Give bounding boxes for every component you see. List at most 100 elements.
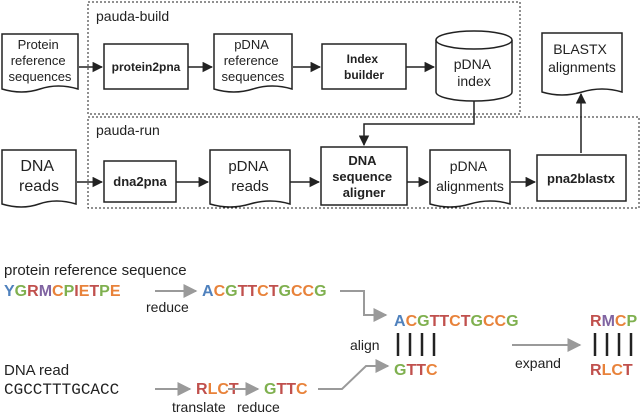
residue-letter: G bbox=[15, 283, 27, 300]
residue-letter: P bbox=[99, 283, 110, 300]
residue-letter: G bbox=[264, 381, 276, 398]
residue-letter: I bbox=[74, 283, 78, 300]
protein-reference-line-2: reference bbox=[11, 53, 66, 68]
residue-letter: M bbox=[39, 283, 52, 300]
residue-letter: C bbox=[296, 381, 308, 398]
aligner-box bbox=[320, 146, 408, 206]
residue-letter: E bbox=[79, 283, 90, 300]
alignment-bars-right bbox=[593, 333, 633, 356]
pdna-index-line-1: pDNA bbox=[454, 56, 492, 72]
reduced-reference-sequence: ACGTTCTGCCG bbox=[202, 283, 327, 300]
pdna-index-label: pDNA index bbox=[454, 56, 494, 89]
residue-letter: M bbox=[602, 313, 615, 330]
index-builder-line-1: Index bbox=[347, 52, 379, 66]
alignment-bars-left bbox=[396, 333, 436, 356]
protein-reference-label: Protein reference sequences bbox=[9, 37, 72, 84]
aligner-line-2: sequence bbox=[332, 169, 392, 184]
pauda-run-group bbox=[87, 116, 640, 209]
pdna-reference-line-3: sequences bbox=[222, 69, 285, 84]
dna2pna-box bbox=[103, 160, 177, 203]
dna-reads-line-1: DNA bbox=[20, 158, 54, 175]
aligned-reference-sequence: ACGTTCTGCCG bbox=[394, 313, 519, 330]
gray-arrow-to-aligned-read bbox=[318, 359, 390, 390]
residue-letter: C bbox=[217, 381, 229, 398]
residue-letter: P bbox=[64, 283, 75, 300]
protein-reference-document bbox=[1, 33, 79, 93]
residue-letter: C bbox=[291, 283, 303, 300]
residue-letter: L bbox=[208, 381, 218, 398]
index-builder-line-2: builder bbox=[344, 68, 384, 82]
protein2pna-box bbox=[103, 43, 189, 90]
pauda-build-group bbox=[87, 1, 521, 115]
residue-letter: T bbox=[269, 283, 279, 300]
dna-reads-line-2: reads bbox=[19, 178, 59, 195]
residue-letter: T bbox=[238, 283, 248, 300]
residue-letter: G bbox=[394, 362, 406, 379]
residue-letter: A bbox=[394, 313, 406, 330]
residue-letter: T bbox=[416, 362, 426, 379]
residue-letter: R bbox=[590, 362, 602, 379]
pna2blastx-box bbox=[536, 154, 627, 202]
pdna-alignments-line-2: alignments bbox=[436, 178, 504, 194]
residue-letter: C bbox=[426, 362, 438, 379]
translate-label: translate bbox=[172, 399, 226, 415]
blastx-line-1: BLASTX bbox=[553, 41, 607, 57]
residue-letter: C bbox=[214, 283, 226, 300]
pdna-reads-line-2: reads bbox=[231, 178, 269, 195]
dna-read-sequence: CGCCTTTGCACC bbox=[4, 381, 119, 399]
pdna-reference-line-1: pDNA bbox=[234, 37, 269, 52]
residue-letter: G bbox=[470, 313, 482, 330]
reduced-read-sequence: GTTC bbox=[264, 381, 308, 398]
dna2pna-label: dna2pna bbox=[113, 174, 167, 189]
expanded-top-sequence: RMCP bbox=[590, 313, 637, 330]
aligner-line-3: aligner bbox=[343, 185, 386, 200]
residue-letter: T bbox=[247, 283, 257, 300]
residue-letter: C bbox=[52, 283, 64, 300]
reduce-label-1: reduce bbox=[146, 299, 189, 315]
residue-letter: C bbox=[406, 313, 418, 330]
pdna-index-cylinder bbox=[435, 30, 513, 102]
residue-letter: P bbox=[626, 313, 637, 330]
blastx-line-2: alignments bbox=[548, 59, 616, 75]
reduce-label-2: reduce bbox=[237, 399, 280, 415]
residue-letter: L bbox=[602, 362, 612, 379]
protein-sequence: YGRMCPIETPE bbox=[4, 283, 121, 300]
aligner-line-1: DNA bbox=[348, 153, 377, 168]
pdna-alignments-label: pDNA alignments bbox=[436, 158, 504, 194]
pdna-reads-document bbox=[209, 149, 291, 208]
protein2pna-label: protein2pna bbox=[112, 60, 181, 74]
protein-reference-line-1: Protein bbox=[18, 37, 59, 52]
residue-letter: G bbox=[278, 283, 290, 300]
protein-reference-line-3: sequences bbox=[9, 69, 72, 84]
residue-letter: T bbox=[461, 313, 471, 330]
residue-letter: A bbox=[202, 283, 214, 300]
residue-letter: T bbox=[623, 362, 633, 379]
residue-letter: T bbox=[406, 362, 416, 379]
expand-label: expand bbox=[515, 355, 561, 371]
pdna-reference-label: pDNA reference sequences bbox=[222, 37, 285, 84]
blastx-document bbox=[541, 32, 623, 96]
residue-letter: C bbox=[449, 313, 461, 330]
pdna-index-line-2: index bbox=[457, 73, 490, 89]
pdna-reads-line-1: pDNA bbox=[228, 158, 268, 175]
residue-letter: G bbox=[417, 313, 429, 330]
arrow-index-to-aligner bbox=[358, 101, 475, 147]
pna2blastx-label: pna2blastx bbox=[547, 171, 616, 186]
pdna-alignments-line-1: pDNA bbox=[450, 158, 488, 174]
align-label: align bbox=[350, 337, 380, 353]
residue-letter: C bbox=[483, 313, 495, 330]
pdna-reads-label: pDNA reads bbox=[228, 158, 271, 195]
expanded-bottom-sequence: RLCT bbox=[590, 362, 633, 379]
residue-letter: R bbox=[27, 283, 39, 300]
residue-letter: C bbox=[303, 283, 315, 300]
dna-reads-document bbox=[1, 149, 77, 208]
residue-letter: E bbox=[110, 283, 121, 300]
residue-letter: R bbox=[196, 381, 208, 398]
residue-letter: T bbox=[89, 283, 99, 300]
dna-reads-label: DNA reads bbox=[19, 158, 59, 195]
residue-letter: T bbox=[286, 381, 296, 398]
residue-letter: G bbox=[225, 283, 237, 300]
aligned-read-sequence: GTTC bbox=[394, 362, 438, 379]
blastx-label: BLASTX alignments bbox=[548, 41, 616, 75]
